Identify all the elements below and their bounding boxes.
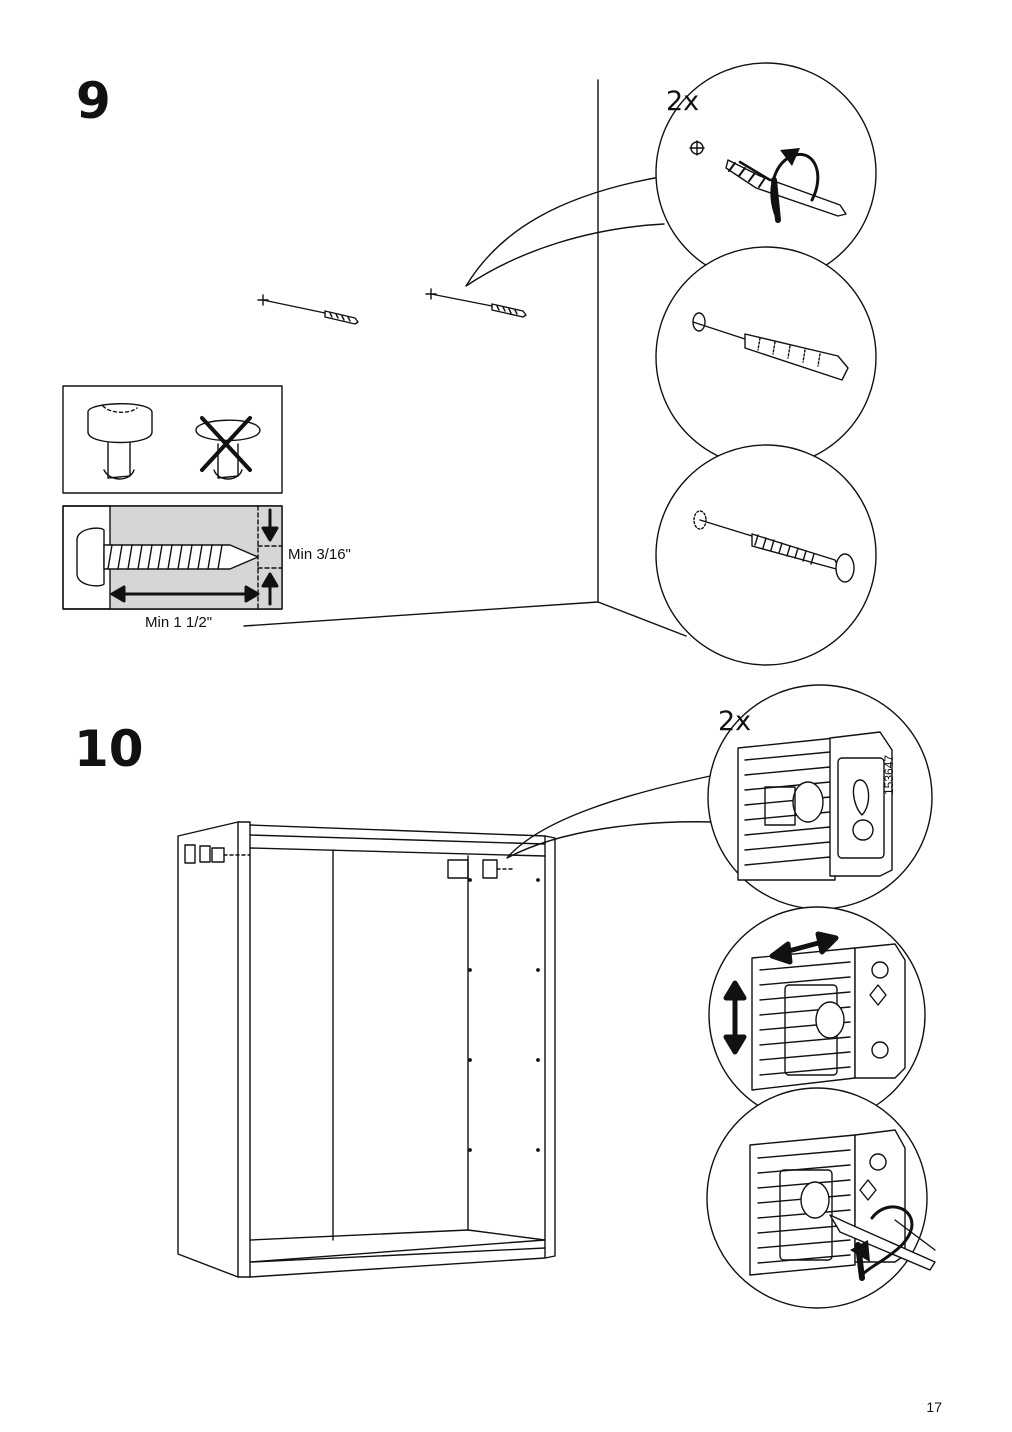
callout-pointer	[465, 176, 665, 287]
wall-bracket-icon	[749, 1129, 906, 1276]
adjust-detail-circle	[708, 906, 926, 1124]
screw-head-comparison-box	[62, 385, 283, 494]
step-9-quantity: 2x	[666, 86, 700, 117]
wall-bracket-icon	[737, 731, 893, 881]
drill-bit-icon	[689, 140, 847, 217]
screw-detail-circle	[655, 444, 877, 666]
wall-plug-detail-circle	[655, 246, 877, 468]
min-length-label: Min 1 1/2"	[145, 614, 213, 631]
wall-screws	[257, 288, 527, 325]
wall-bracket-icon	[751, 943, 906, 1091]
min-depth-label: Min 3/16"	[288, 546, 351, 563]
double-arrow-icon	[723, 931, 839, 1055]
step-10-number: 10	[74, 720, 144, 778]
drill-detail-circle	[655, 62, 877, 284]
cabinet-frame-icon	[177, 821, 556, 1278]
part-number: 153647	[882, 754, 896, 795]
tighten-detail-circle	[706, 1087, 936, 1309]
step-10-quantity: 2x	[718, 706, 752, 737]
wall-plug-icon	[692, 312, 849, 381]
callout-pointer-10	[506, 774, 716, 859]
screw-depth-box	[62, 505, 283, 610]
page-number: 17	[926, 1399, 942, 1415]
rotate-arrow-icon	[850, 1205, 914, 1281]
double-arrow-icon	[110, 508, 279, 606]
step-9-number: 9	[76, 72, 111, 130]
rotate-arrow-icon	[770, 148, 820, 223]
cross-out-icon	[195, 416, 261, 480]
screw-head-icon	[87, 403, 153, 480]
screwdriver-icon	[829, 1214, 936, 1271]
bracket-detail-circle	[707, 684, 933, 910]
screw-icon	[693, 510, 855, 583]
screw-side-icon	[76, 527, 259, 587]
wall-corner-lines	[243, 79, 687, 637]
